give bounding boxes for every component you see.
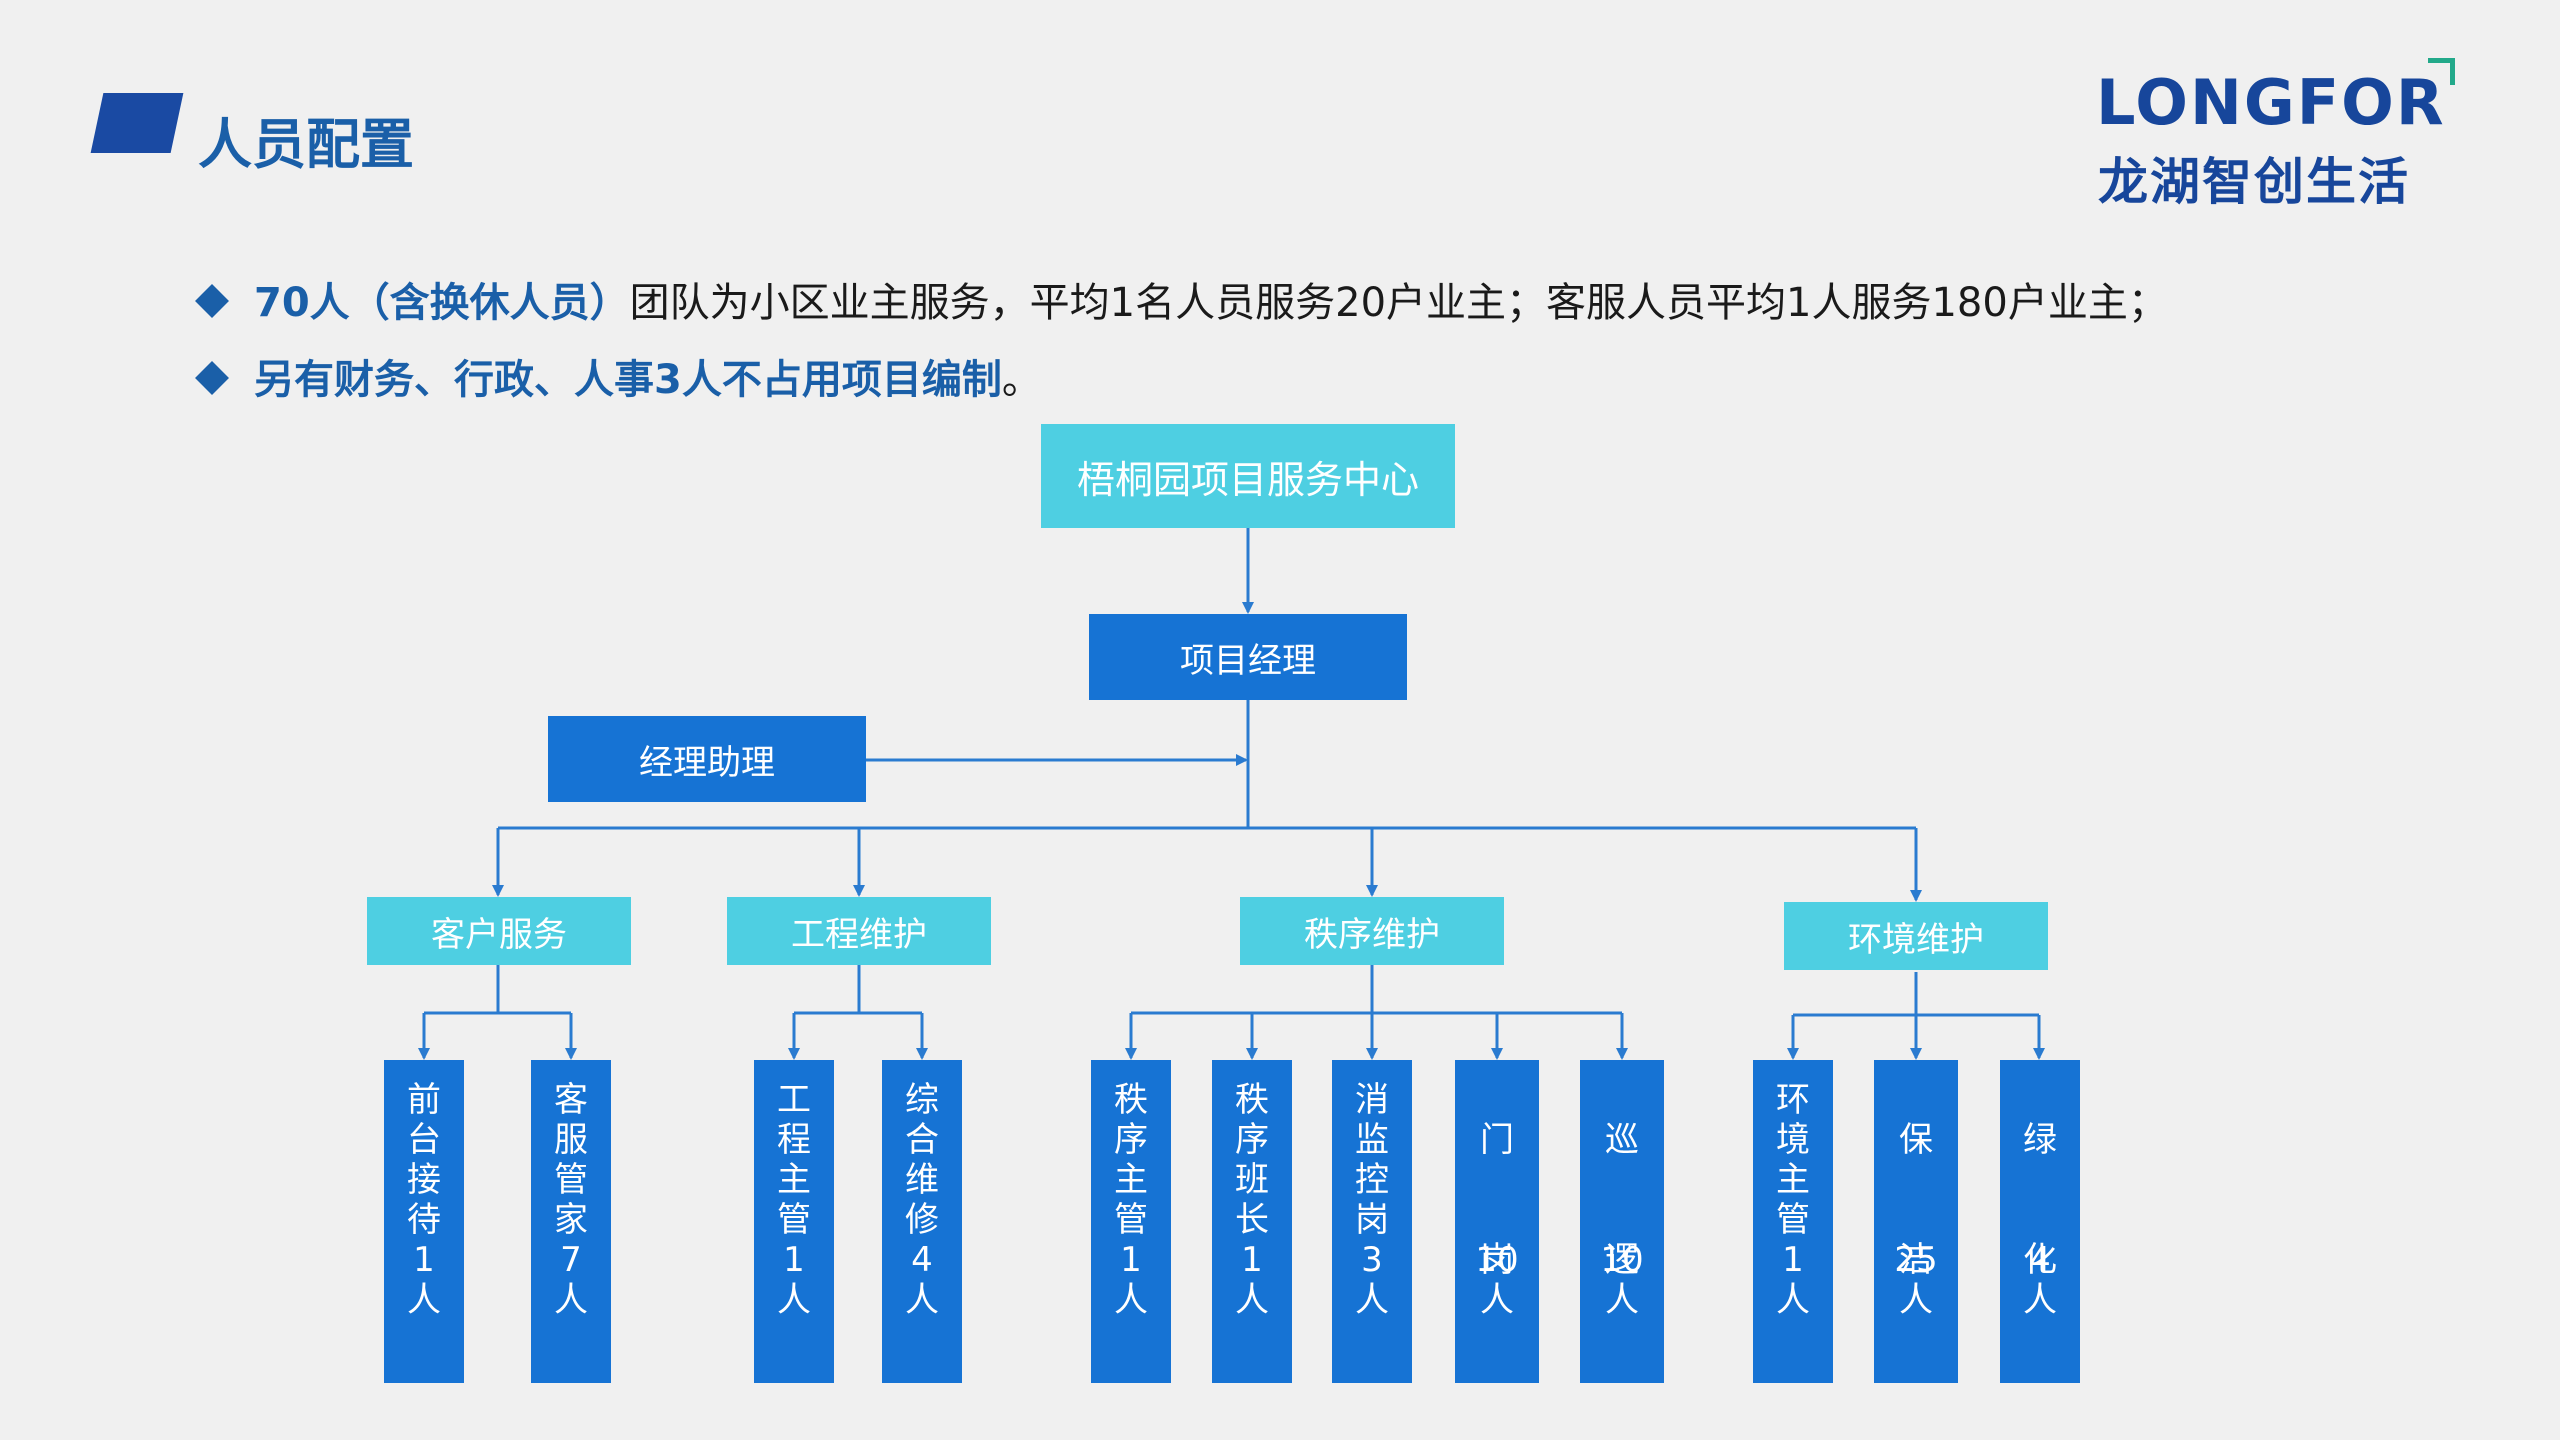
role-name: 环境主管 bbox=[1776, 1080, 1810, 1240]
role-count: 1 bbox=[413, 1240, 435, 1280]
role-environment-supervisor: 环境主管 1 人 bbox=[1753, 1060, 1833, 1383]
role-name: 综合维修 bbox=[905, 1080, 939, 1240]
role-name: 秩序班长 bbox=[1235, 1080, 1269, 1240]
logo-text-cn: 龙湖智创生活 bbox=[2098, 153, 2410, 211]
role-front-desk: 前台接待 1 人 bbox=[384, 1060, 464, 1383]
logo-corner-mark bbox=[2428, 58, 2455, 85]
role-name: 秩序主管 bbox=[1114, 1080, 1148, 1240]
dept-order-maintenance: 秩序维护 bbox=[1240, 897, 1504, 965]
role-unit: 人 bbox=[1480, 1280, 1514, 1320]
role-unit: 人 bbox=[777, 1280, 811, 1320]
role-fire-monitoring: 消监控岗 3 人 bbox=[1332, 1060, 1412, 1383]
role-unit: 人 bbox=[1355, 1280, 1389, 1320]
dept-engineering: 工程维护 bbox=[727, 897, 991, 965]
role-engineering-supervisor: 工程主管 1 人 bbox=[754, 1060, 834, 1383]
bullet-2-text: 。 bbox=[1001, 357, 1042, 403]
role-gate-guard: 门岗 10 人 bbox=[1455, 1060, 1539, 1383]
bullet-line-2: 另有财务、行政、人事3人不占用项目编制。 bbox=[195, 347, 1042, 405]
role-name: 绿化 bbox=[2023, 1120, 2057, 1280]
role-count: 3 bbox=[1361, 1240, 1383, 1280]
dept-customer-service: 客户服务 bbox=[367, 897, 631, 965]
org-assistant-node: 经理助理 bbox=[548, 716, 866, 802]
org-root-node: 梧桐园项目服务中心 bbox=[1041, 424, 1455, 528]
dept-environment: 环境维护 bbox=[1784, 902, 2048, 970]
role-name: 门岗 bbox=[1480, 1120, 1514, 1280]
role-unit: 人 bbox=[1776, 1280, 1810, 1320]
role-count: 25 bbox=[1894, 1240, 1938, 1280]
role-unit: 人 bbox=[1605, 1280, 1639, 1320]
role-count: 1 bbox=[783, 1240, 805, 1280]
role-count: 7 bbox=[560, 1240, 582, 1280]
role-order-supervisor: 秩序主管 1 人 bbox=[1091, 1060, 1171, 1383]
role-name: 巡逻 bbox=[1605, 1120, 1639, 1280]
role-count: 1 bbox=[1120, 1240, 1142, 1280]
role-patrol: 巡逻 10 人 bbox=[1580, 1060, 1664, 1383]
bullet-1-highlight: 70人（含换休人员） bbox=[254, 280, 630, 326]
role-name: 客服管家 bbox=[554, 1080, 588, 1240]
role-count: 1 bbox=[1782, 1240, 1804, 1280]
role-unit: 人 bbox=[554, 1280, 588, 1320]
bullet-2-highlight: 另有财务、行政、人事3人不占用项目编制 bbox=[254, 357, 1002, 403]
role-unit: 人 bbox=[1235, 1280, 1269, 1320]
role-count: 10 bbox=[1475, 1240, 1519, 1280]
logo-text-en: LONGFOR bbox=[2096, 66, 2446, 139]
org-manager-node: 项目经理 bbox=[1089, 614, 1407, 700]
role-count: 1 bbox=[1241, 1240, 1263, 1280]
role-unit: 人 bbox=[407, 1280, 441, 1320]
role-greening: 绿化 4 人 bbox=[2000, 1060, 2080, 1383]
role-name: 工程主管 bbox=[777, 1080, 811, 1240]
role-customer-butler: 客服管家 7 人 bbox=[531, 1060, 611, 1383]
role-count: 4 bbox=[911, 1240, 933, 1280]
role-unit: 人 bbox=[1899, 1280, 1933, 1320]
role-name: 前台接待 bbox=[407, 1080, 441, 1240]
page-title: 人员配置 bbox=[198, 113, 414, 176]
bullet-line-1: 70人（含换休人员）团队为小区业主服务，平均1名人员服务20户业主；客服人员平均… bbox=[195, 270, 2168, 328]
role-unit: 人 bbox=[905, 1280, 939, 1320]
bullet-1-text: 团队为小区业主服务，平均1名人员服务20户业主；客服人员平均1人服务180户业主… bbox=[629, 280, 2168, 326]
role-order-team-lead: 秩序班长 1 人 bbox=[1212, 1060, 1292, 1383]
role-name: 保洁 bbox=[1899, 1120, 1933, 1280]
role-name: 消监控岗 bbox=[1355, 1080, 1389, 1240]
role-count: 10 bbox=[1600, 1240, 1644, 1280]
role-unit: 人 bbox=[2023, 1280, 2057, 1320]
role-unit: 人 bbox=[1114, 1280, 1148, 1320]
role-count: 4 bbox=[2029, 1240, 2051, 1280]
role-general-repair: 综合维修 4 人 bbox=[882, 1060, 962, 1383]
role-cleaning: 保洁 25 人 bbox=[1874, 1060, 1958, 1383]
